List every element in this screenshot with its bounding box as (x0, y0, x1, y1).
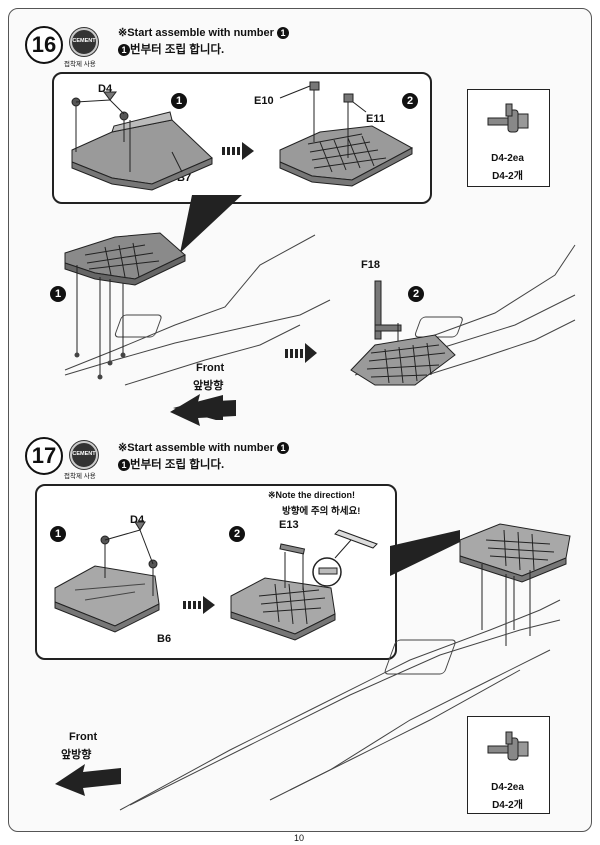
step-17-front-ko: 앞방향 (61, 749, 92, 761)
cement-ko-label: 접착제 사용 (64, 61, 96, 68)
label-e13: E13 (279, 519, 299, 531)
step-16-subassembly-drawing (71, 81, 414, 191)
d4-part-icon (487, 103, 529, 133)
step-16-main-2-badge: 2 (408, 286, 424, 302)
d4-part-icon-2 (487, 731, 529, 761)
step-17-number: 17 (25, 437, 63, 475)
label-b6: B6 (157, 633, 172, 645)
step-16-main-drawing (64, 232, 576, 420)
step-16-front-ko: 앞방향 (193, 380, 224, 392)
page-number: 10 (294, 833, 305, 843)
step-16-zoom-wedge (180, 195, 242, 253)
step-16-sub-2-badge: 2 (402, 93, 418, 109)
step-17-front-en: Front (69, 731, 98, 743)
cement-ko-label-2: 접착제 사용 (64, 473, 96, 480)
step-16-main-1-badge: 1 (50, 286, 66, 302)
step-16-front-arrow (170, 394, 236, 426)
step-17-sub-2-badge: 2 (229, 526, 245, 542)
cement-icon-2: CEMENT (70, 441, 98, 469)
label-e10: E10 (254, 95, 274, 107)
step-17-sub-1-badge: 1 (50, 526, 66, 542)
step-16-number: 16 (25, 26, 63, 64)
step-17-parts-qty-ko: D4-2개 (492, 800, 523, 811)
step-17-subassembly-drawing (54, 521, 378, 641)
step-17-instruction-en: ※Start assemble with number 1 (118, 441, 289, 454)
step-17-parts-qty-en: D4-2ea (491, 782, 524, 793)
label-f18: F18 (361, 259, 380, 271)
step-16-parts-qty-ko: D4-2개 (492, 171, 523, 182)
step-16-front-en: Front (196, 362, 225, 374)
note-direction-en: ※Note the direction! (268, 490, 356, 500)
note-direction-ko: 방향에 주의 하세요! (282, 506, 361, 517)
step-17-front-arrow (55, 764, 121, 796)
step-17-main-drawing (119, 523, 571, 811)
label-e11: E11 (366, 113, 385, 125)
step-16-parts-qty-en: D4-2ea (491, 153, 524, 164)
step-16-sub-1-badge: 1 (171, 93, 187, 109)
cement-icon: CEMENT (70, 28, 98, 56)
step-17-zoom-wedge (390, 530, 460, 576)
step-16-instruction-en: ※Start assemble with number 1 (118, 26, 289, 39)
